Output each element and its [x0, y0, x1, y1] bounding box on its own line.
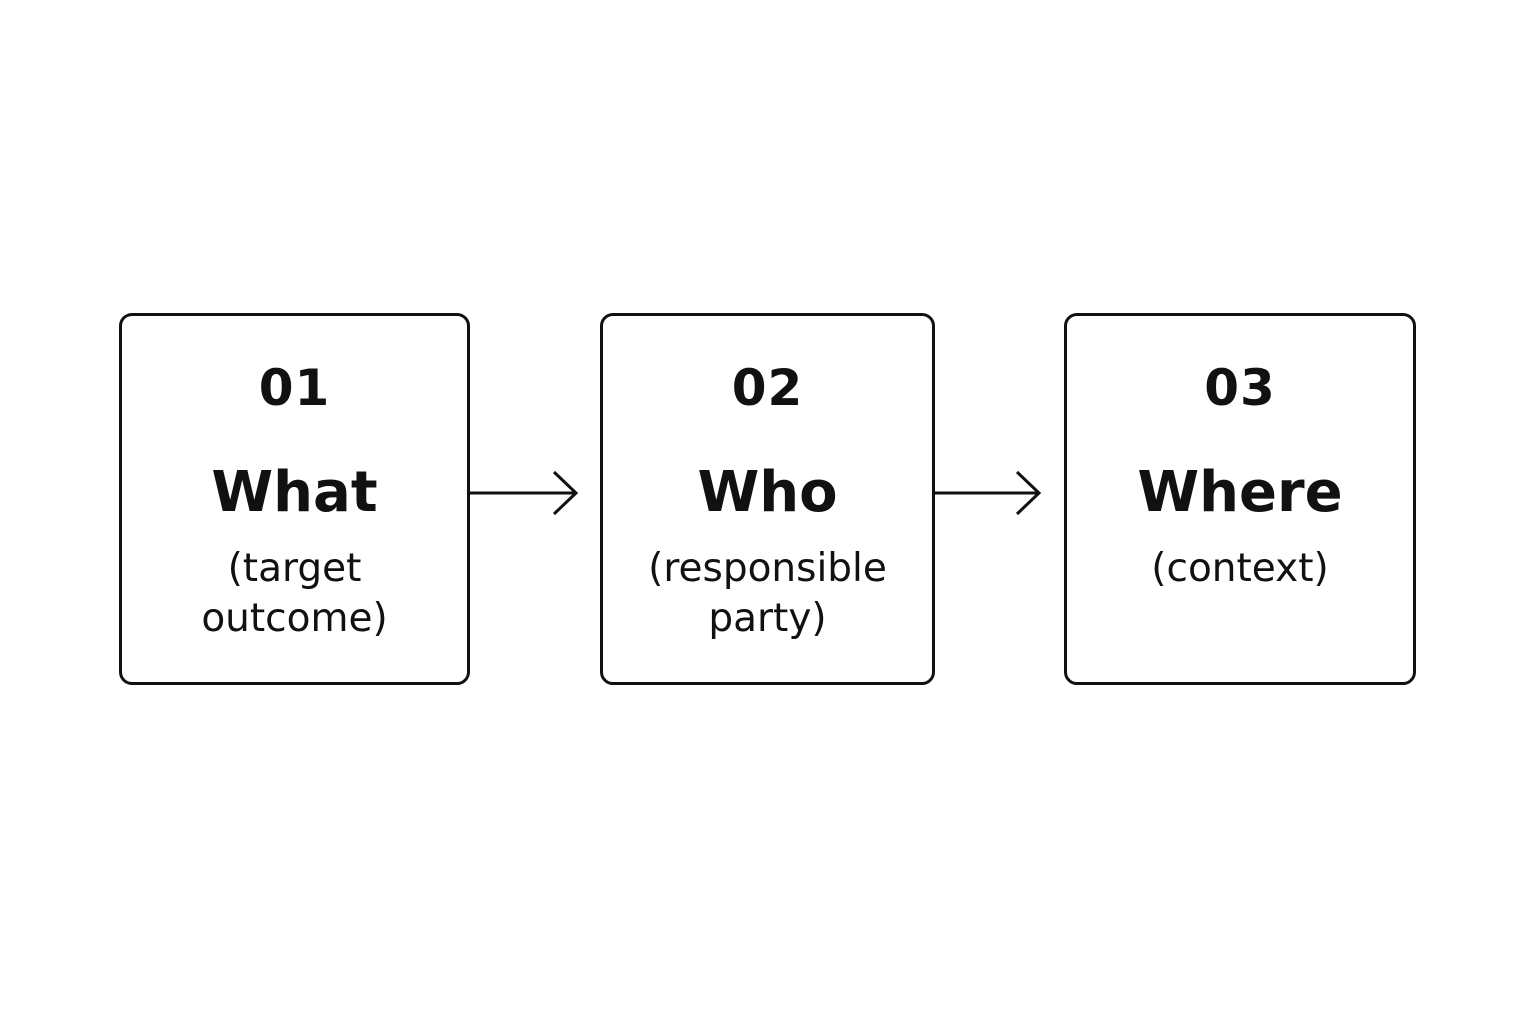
- step-number: 01: [258, 359, 331, 417]
- step-box-where: 03 Where (context): [1064, 313, 1416, 685]
- step-box-what: 01 What (target outcome): [119, 313, 470, 685]
- arrow-right-icon: [468, 470, 579, 516]
- step-title: Who: [697, 460, 838, 525]
- step-number: 02: [731, 359, 804, 417]
- step-description: (target outcome): [201, 546, 388, 641]
- step-title: What: [211, 460, 378, 525]
- step-number: 03: [1204, 359, 1276, 417]
- step-box-who: 02 Who (responsible party): [600, 313, 935, 685]
- step-title: Where: [1137, 460, 1343, 525]
- step-description: (responsible party): [648, 546, 887, 641]
- step-description: (context): [1151, 546, 1329, 591]
- arrow-right-icon: [933, 470, 1042, 516]
